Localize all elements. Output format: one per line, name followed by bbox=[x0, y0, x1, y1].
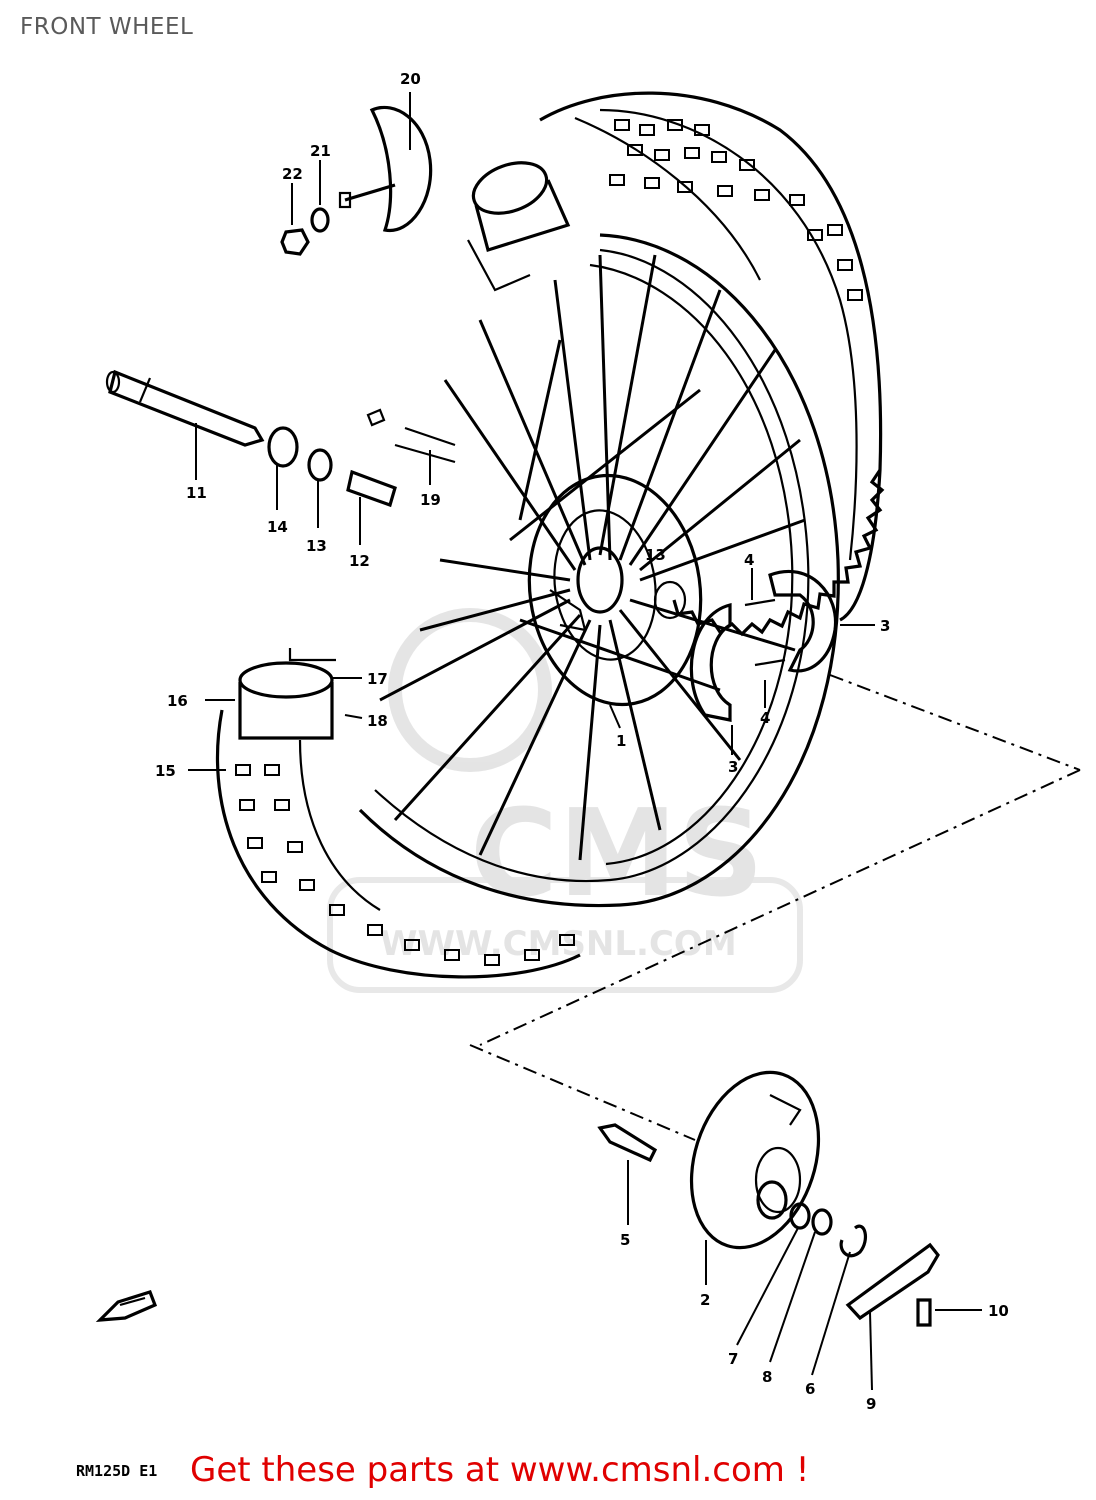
callout-9: 9 bbox=[866, 1395, 876, 1413]
assembly-lines bbox=[469, 674, 1081, 1141]
circlip bbox=[839, 1224, 868, 1258]
callout-22: 22 bbox=[282, 165, 303, 183]
callout-6: 6 bbox=[805, 1380, 815, 1398]
callout-17: 17 bbox=[367, 670, 388, 688]
axle bbox=[105, 369, 265, 447]
bearing bbox=[346, 469, 397, 508]
callout-8: 8 bbox=[762, 1368, 772, 1386]
panel-washer bbox=[811, 1208, 833, 1236]
callout-21: 21 bbox=[310, 142, 331, 160]
washer bbox=[307, 448, 333, 482]
o-ring bbox=[789, 1202, 811, 1230]
callout-19: 19 bbox=[420, 491, 441, 509]
callout-11: 11 bbox=[186, 484, 207, 502]
brake-arm bbox=[845, 1242, 940, 1321]
watermark-url: WWW.CMSNL.COM bbox=[380, 924, 737, 964]
tire-tread-upper bbox=[609, 119, 863, 301]
wheel-hub bbox=[527, 473, 703, 707]
callout-13-washer: 13 bbox=[306, 537, 327, 555]
brake-panel bbox=[689, 1070, 821, 1250]
callout-16: 16 bbox=[167, 692, 188, 710]
callout-20: 20 bbox=[400, 70, 421, 88]
page-title: FRONT WHEEL bbox=[20, 14, 194, 40]
tire-tread-lower bbox=[235, 764, 575, 966]
callout-3-lower: 3 bbox=[728, 758, 738, 776]
callout-2: 2 bbox=[700, 1291, 710, 1309]
spoke-nipple bbox=[366, 408, 456, 464]
callout-10: 10 bbox=[988, 1302, 1009, 1320]
callout-1: 1 bbox=[616, 732, 626, 750]
fwd-arrow-icon bbox=[95, 1290, 158, 1322]
brake-shoes bbox=[689, 569, 838, 722]
tire-lower bbox=[215, 648, 581, 979]
rim-lock-nut bbox=[280, 228, 310, 256]
cmsnl-parts-link[interactable]: Get these parts at www.cmsnl.com ! bbox=[190, 1450, 810, 1490]
callout-14: 14 bbox=[267, 518, 288, 536]
inner-tube-upper bbox=[467, 161, 571, 292]
callout-5: 5 bbox=[620, 1231, 630, 1249]
panel-bolt bbox=[597, 1123, 658, 1163]
axle-spacer bbox=[267, 426, 299, 468]
callout-12: 12 bbox=[349, 552, 370, 570]
part-callouts: 20 21 22 11 14 13 12 19 13 4 3 4 3 1 16 … bbox=[155, 70, 1009, 1413]
watermark-letters: CMS bbox=[470, 785, 764, 924]
callout-3-upper: 3 bbox=[880, 617, 890, 635]
callout-15: 15 bbox=[155, 762, 176, 780]
leader-lines bbox=[188, 92, 982, 1391]
callout-4-lower: 4 bbox=[760, 709, 770, 727]
callout-4-upper: 4 bbox=[744, 551, 754, 569]
wheel-rim bbox=[358, 233, 840, 908]
callout-13-hub: 13 bbox=[645, 546, 666, 564]
tire-upper bbox=[539, 91, 883, 622]
rim-lock-washer bbox=[310, 207, 330, 233]
wheel-spokes bbox=[379, 254, 806, 861]
callout-7: 7 bbox=[728, 1350, 738, 1368]
callout-18: 18 bbox=[367, 712, 388, 730]
model-code: RM125D E1 bbox=[76, 1462, 158, 1480]
rim-lock bbox=[338, 105, 433, 232]
arm-bolt bbox=[916, 1298, 932, 1327]
